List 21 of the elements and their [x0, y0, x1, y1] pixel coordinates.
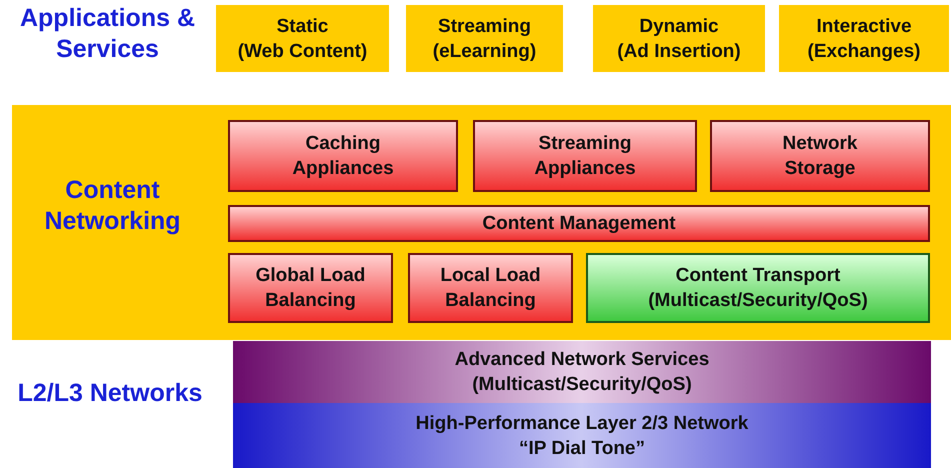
service-box: Static (Web Content): [216, 5, 389, 72]
service-box: Dynamic (Ad Insertion): [593, 5, 765, 72]
heading: Applications & Services: [18, 3, 196, 65]
service-box: Streaming (eLearning): [406, 5, 563, 72]
function-box: Caching Appliances: [228, 120, 458, 192]
function-box: Global Load Balancing: [228, 253, 393, 323]
services-band: [233, 341, 931, 403]
function-box: Content Transport (Multicast/Security/QoS): [586, 253, 930, 323]
band-title: High-Performance Layer 2/3 Network: [416, 412, 748, 436]
layer-band: [12, 105, 951, 340]
service-box: Interactive (Exchanges): [779, 5, 949, 72]
band-title: Advanced Network Services: [454, 348, 710, 372]
band-title: Content Networking: [43, 175, 182, 237]
band-subtitle: “IP Dial Tone”: [518, 436, 645, 460]
function-box: Network Storage: [710, 120, 930, 192]
function-box: Content Management: [228, 205, 930, 242]
function-box: Streaming Appliances: [473, 120, 697, 192]
heading: L2/L3 Networks: [16, 378, 204, 409]
band-subtitle: (Multicast/Security/QoS): [472, 373, 692, 397]
function-box: Local Load Balancing: [408, 253, 573, 323]
network-band: [233, 403, 931, 468]
